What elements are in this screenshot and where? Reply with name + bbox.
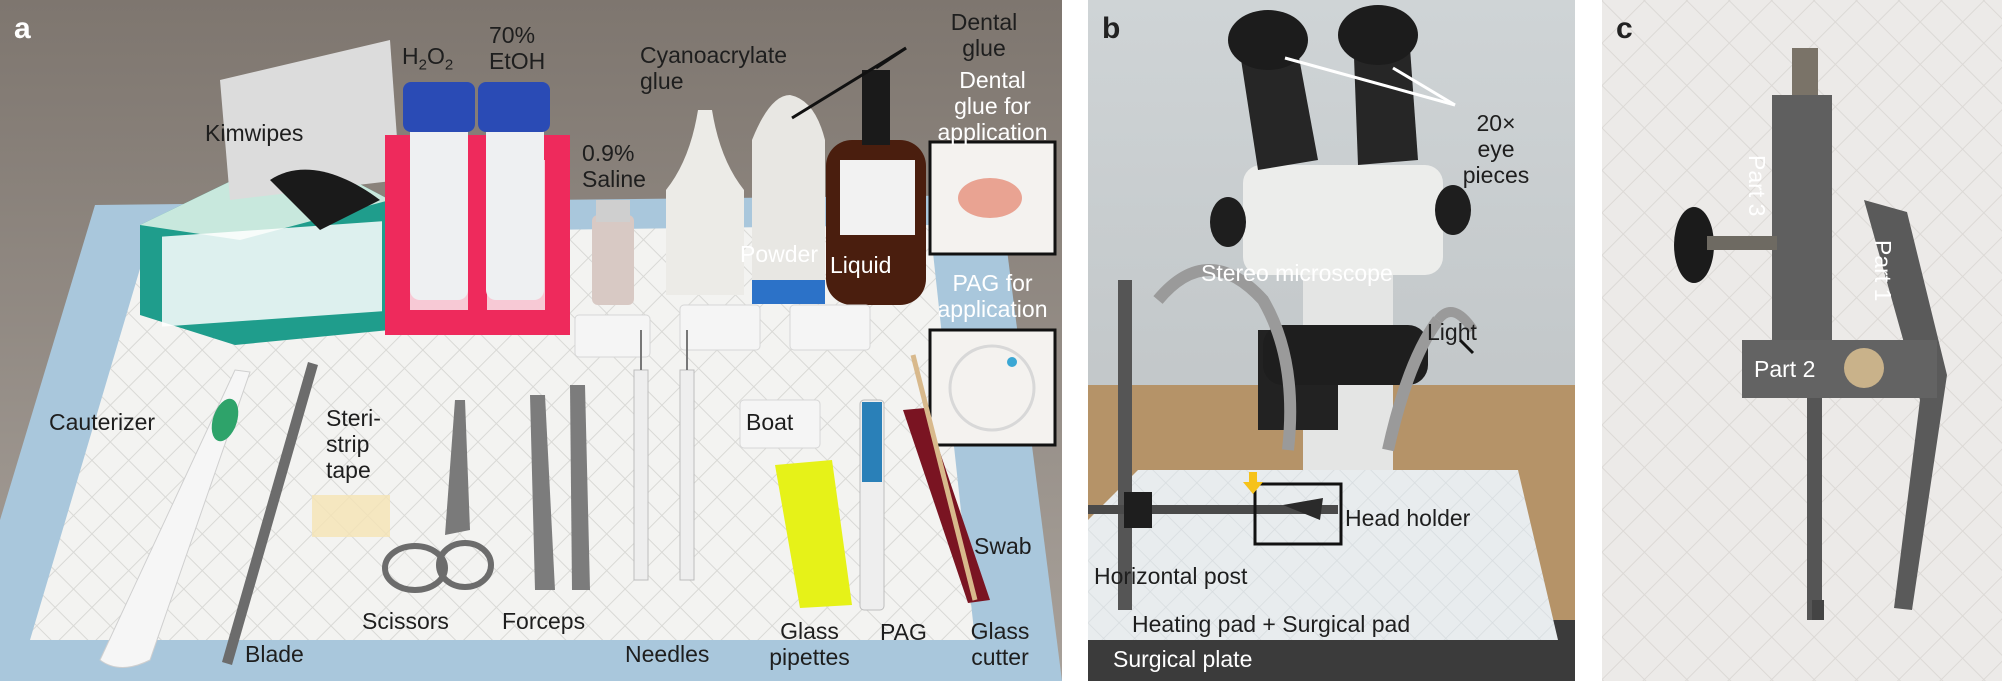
boat-1 (574, 314, 651, 358)
glass-cutter (903, 408, 990, 603)
panel-c: c Part 3 Part 1 Part 2 (1602, 0, 2002, 681)
boat-main (739, 399, 821, 449)
label-dental-glue: Dental glue (950, 9, 1018, 61)
needle-2 (679, 369, 695, 581)
label-glass-cutter: Glass cutter (970, 618, 1030, 670)
label-pag-application: PAG for application (937, 270, 1048, 322)
part1-arm (1864, 200, 1947, 610)
label-liquid: Liquid (830, 252, 892, 278)
microscope-body (1243, 165, 1443, 275)
panel-letter-b: b (1102, 12, 1121, 45)
label-saline: 0.9% Saline (582, 140, 646, 192)
label-blade: Blade (245, 641, 304, 667)
vertical-post (1118, 280, 1132, 610)
label-etoh: 70% EtOH (489, 22, 546, 74)
label-part1: Part 1 (1870, 240, 1896, 302)
label-part2: Part 2 (1754, 356, 1816, 382)
blade (222, 362, 318, 665)
panel-b-photo (1088, 0, 1575, 681)
panel-letter-a: a (14, 12, 31, 45)
label-eye-pieces: 20× eye pieces (1462, 110, 1530, 188)
horizontal-post (1088, 505, 1338, 514)
head-holder-box (1253, 482, 1343, 546)
thumb-screw (1674, 207, 1714, 283)
label-forceps: Forceps (502, 608, 586, 634)
label-cauterizer: Cauterizer (49, 409, 156, 435)
panel-a: a Kimwipes H2O2 70% EtOH 0.9% Saline Cya… (0, 0, 1062, 681)
label-part3: Part 3 (1744, 155, 1770, 217)
label-cyanoacrylate: Cyanoacrylate glue (640, 42, 788, 94)
top-screw (1792, 48, 1818, 98)
label-h2o2: H2O2 (402, 43, 454, 74)
steri-strip (312, 495, 390, 537)
boat-3 (789, 304, 871, 351)
glass-pipettes (775, 460, 852, 608)
label-h2o2-sub: 2 (418, 56, 427, 74)
panel-b: b 20× eye pieces Stereo microscope Light… (1088, 0, 1575, 681)
label-h2o2-o: O (426, 43, 445, 69)
tissue (220, 40, 400, 200)
label-powder: Powder (740, 241, 818, 267)
needle-1 (633, 369, 649, 581)
label-dental-glue-application: Dental glue for application (937, 67, 1048, 145)
light-guide-left (1153, 264, 1297, 451)
part3-rod (1772, 95, 1832, 345)
etoh-tube (486, 110, 544, 300)
label-glass-pipettes: Glass pipettes (769, 618, 850, 670)
label-stereo-microscope: Stereo microscope (1201, 260, 1393, 286)
forceps-2 (570, 385, 590, 590)
label-surgical-plate: Surgical plate (1113, 646, 1253, 672)
label-needles: Needles (625, 641, 710, 667)
label-pag: PAG (880, 619, 927, 645)
powder-bottle (752, 95, 825, 300)
panel-c-photo (1602, 0, 2002, 681)
label-swab: Swab (974, 533, 1032, 559)
swab (910, 354, 978, 601)
label-kimwipes: Kimwipes (205, 120, 304, 146)
cauterizer (99, 369, 251, 668)
scissors (445, 400, 470, 535)
label-h2o2-h: H (402, 43, 419, 69)
label-horizontal-post: Horizontal post (1094, 563, 1248, 589)
label-light: Light (1427, 319, 1477, 345)
h2o2-tube (410, 110, 468, 300)
label-steri-strip: Steri- strip tape (326, 405, 381, 483)
arrow-indicator (1243, 472, 1263, 494)
panel-letter-c: c (1616, 12, 1633, 45)
label-scissors: Scissors (362, 608, 449, 634)
forceps-1 (530, 395, 555, 590)
light-guide-right (1382, 316, 1443, 452)
label-boat: Boat (746, 409, 794, 435)
label-head-holder: Head holder (1345, 505, 1471, 531)
label-heating-surgical-pad: Heating pad + Surgical pad (1132, 611, 1411, 637)
panel-a-photo (0, 0, 1062, 681)
part2-bar (1742, 340, 1937, 398)
cyanoacrylate-bottle (666, 110, 744, 295)
boat-2 (679, 304, 761, 351)
part2-bolt (1844, 348, 1884, 388)
saline-vial (592, 215, 634, 305)
label-h2o2-sub2: 2 (444, 56, 454, 74)
